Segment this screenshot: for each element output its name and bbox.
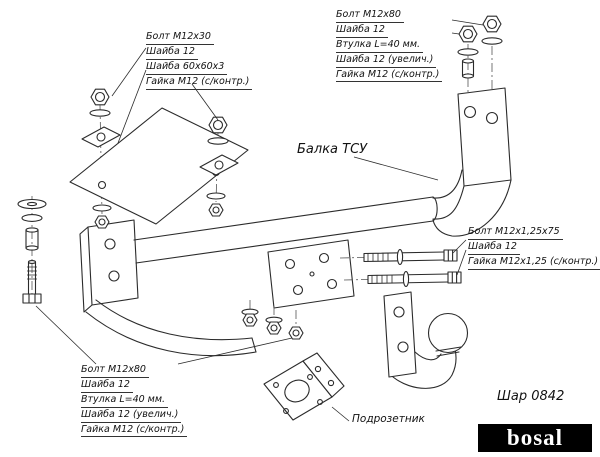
label-beam: Балка ТСУ <box>297 142 368 157</box>
callout-text: Шайба 60х60х3 <box>146 61 228 75</box>
bolt-head-icon <box>482 15 502 33</box>
label-socket: Подрозетник <box>352 413 425 425</box>
brand-logo-text: bosal <box>506 425 564 450</box>
callout-text: Втулка L=40 мм. <box>81 394 169 408</box>
large-washer-icon <box>17 198 47 210</box>
washer-icon <box>402 270 410 288</box>
top-left-mount <box>69 88 249 229</box>
washer-icon <box>92 204 112 212</box>
washer-icon <box>89 109 111 117</box>
socket-plate <box>263 352 345 421</box>
bolt-head-icon <box>22 293 42 304</box>
nut-icon <box>94 215 110 229</box>
tow-ball <box>383 291 469 389</box>
sleeve-icon <box>461 58 475 64</box>
callout-text: Болт М12х30 <box>146 31 214 45</box>
sleeve-icon <box>25 227 39 233</box>
center-bracket <box>241 239 355 340</box>
callout-text: Гайка М12х1,25 (с/контр.) <box>468 256 600 270</box>
callout-text: Болт М12х1,25х75 <box>468 226 563 240</box>
ball-icon <box>427 312 469 354</box>
left-bolt-stack <box>17 196 47 304</box>
nut-icon <box>266 321 282 335</box>
right-upright <box>432 15 512 237</box>
callout-text: Шайба 12 <box>81 379 133 393</box>
washer-icon <box>207 137 229 145</box>
callout-text: Шайба 12 <box>468 241 520 255</box>
side-bolts <box>339 248 462 288</box>
callout-right: Болт М12х1,25х75 Шайба 12 Гайка М12х1,25… <box>468 226 600 271</box>
washer-icon <box>396 248 404 266</box>
label-ball: Шар 0842 <box>497 389 565 404</box>
callout-text: Гайка М12 (с/контр.) <box>81 424 188 438</box>
square-washer-icon <box>81 126 121 148</box>
callout-text: Болт М12х80 <box>81 364 149 378</box>
washer-icon <box>481 37 503 45</box>
callout-text: Болт М12х80 <box>336 9 404 23</box>
square-washer-icon <box>199 154 239 176</box>
bolt-head-icon <box>90 88 110 106</box>
callout-text: Шайба 12 (увелич.) <box>336 54 437 68</box>
bolt-head-icon <box>447 271 462 284</box>
washer-icon <box>206 192 226 200</box>
leader-lines <box>35 19 484 422</box>
bolt-head-icon <box>443 249 458 262</box>
brand-logo: bosal <box>478 424 592 452</box>
washer-icon <box>21 214 43 222</box>
nut-icon <box>242 313 258 327</box>
callout-top-left: Болт М12х30 Шайба 12 Шайба 60х60х3 Гайка… <box>146 31 253 91</box>
callout-text: Шайба 12 <box>336 24 388 38</box>
callout-text: Шайба 12 <box>146 46 198 60</box>
callout-top-right: Болт М12х80 Шайба 12 Втулка L=40 мм. Шай… <box>336 9 443 83</box>
callout-bottom-left: Болт М12х80 Шайба 12 Втулка L=40 мм. Шай… <box>81 364 188 438</box>
bolt-head-icon <box>458 25 478 43</box>
nut-icon <box>288 326 304 340</box>
nut-icon <box>208 203 224 217</box>
washer-icon <box>457 48 479 56</box>
callout-text: Гайка М12 (с/контр.) <box>146 76 253 90</box>
callout-text: Втулка L=40 мм. <box>336 39 424 53</box>
main-beam <box>79 196 438 357</box>
callout-text: Гайка М12 (с/контр.) <box>336 69 443 83</box>
callout-text: Шайба 12 (увелич.) <box>81 409 182 423</box>
bolt-head-icon <box>208 116 228 134</box>
